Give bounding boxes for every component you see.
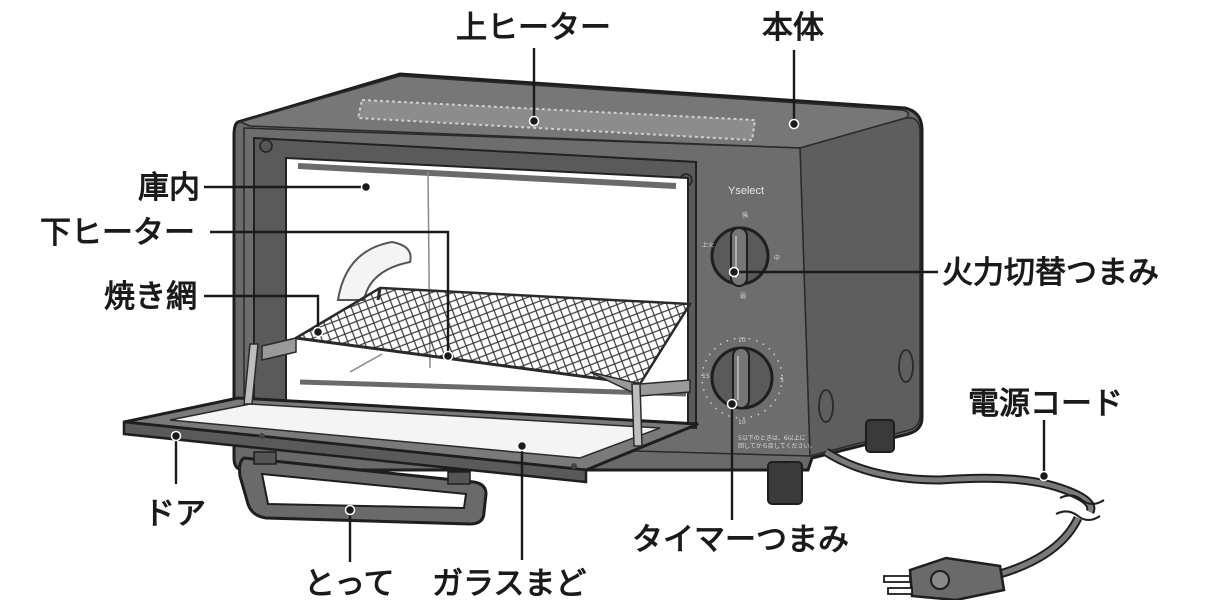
label-heat-knob: 火力切替つまみ [942,255,1159,291]
timer-mark-top: 10 [738,337,746,344]
label-top-heater: 上ヒーター [456,10,611,46]
callout-labels: 上ヒーター 本体 庫内 下ヒーター 焼き網 火力切替つまみ 電源コード ドア と… [40,10,1159,600]
door-handle[interactable] [238,451,488,526]
timer-mark-left: 15 [702,373,710,380]
grill-rack [261,286,693,397]
timer-knob[interactable]: 10 15 5 10 5以下のときは、6以上に 回してから戻してください。 [701,337,815,450]
leader-lines [170,48,1050,562]
door-edge [122,420,588,484]
label-timer-knob: タイマーつまみ [632,522,849,558]
heat-knob[interactable]: 強 上火 中 弱 [702,211,780,300]
top-heater [356,98,757,142]
door-glass [169,403,661,459]
heat-mark-right: 中 [774,254,780,262]
power-plug [883,556,1006,600]
bottom-heater-rod [299,379,687,397]
power-cord [823,448,1105,579]
timer-mark-right: 5 [780,377,784,384]
label-power-cord: 電源コード [968,386,1123,422]
label-grill-rack: 焼き網 [104,279,197,315]
body-side [799,117,921,457]
heat-mark-top: 強 [742,211,748,219]
timer-mark-bottom: 10 [738,419,746,426]
heat-mark-bottom: 弱 [740,293,746,300]
label-bottom-heater: 下ヒーター [40,215,195,251]
label-door: ドア [144,496,206,532]
door [122,343,699,484]
caution-line-2: 回してから戻してください。 [738,442,815,450]
brand-logo: Yselect [728,185,764,197]
label-body: 本体 [762,10,824,46]
label-interior: 庫内 [138,170,200,206]
caution-line-1: 5以下のときは、6以上に [738,434,806,442]
label-handle: とって [304,566,395,600]
label-glass-window: ガラスまど [432,566,586,600]
heat-mark-left: 上火 [702,241,714,249]
